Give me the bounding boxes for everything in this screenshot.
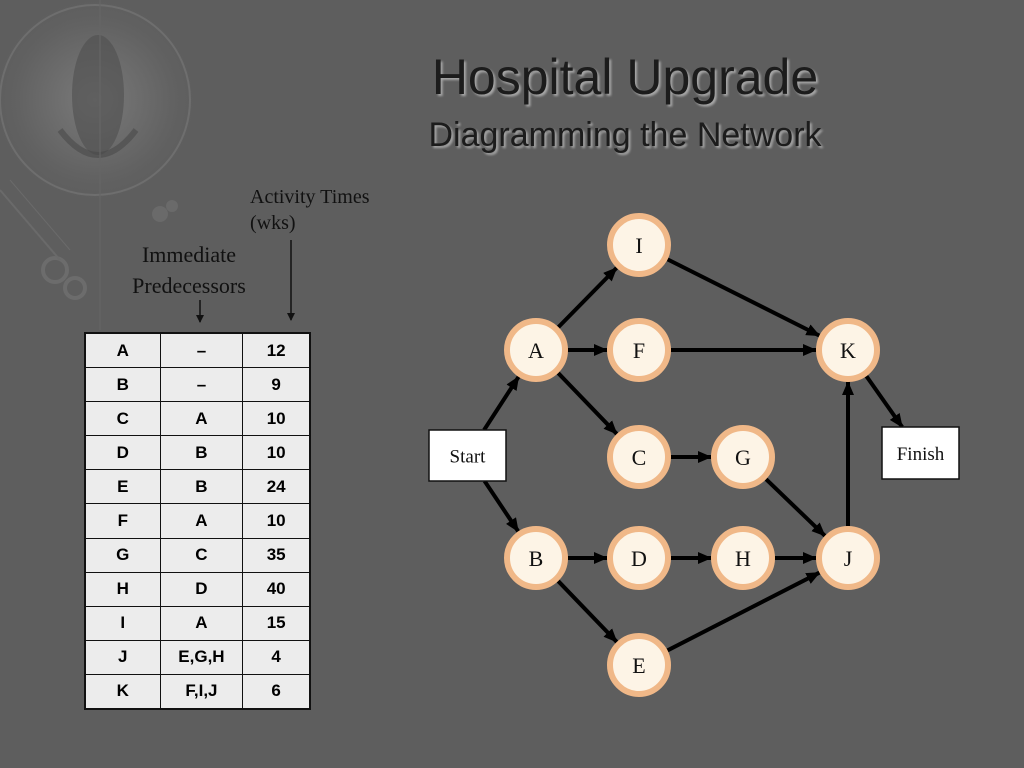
table-row: B–9 xyxy=(84,367,311,403)
time-cell: 35 xyxy=(242,537,311,573)
node-circle xyxy=(607,425,671,489)
node-label: H xyxy=(735,546,751,571)
finish-box-rect xyxy=(881,426,960,480)
edge-g-j xyxy=(764,477,827,538)
node-d: D xyxy=(607,526,671,590)
predecessor-cell: A xyxy=(159,503,244,539)
edge-a-c xyxy=(556,371,619,436)
node-circle xyxy=(711,425,775,489)
predecessor-cell: E,G,H xyxy=(159,639,244,675)
node-circle xyxy=(504,318,568,382)
node-f: F xyxy=(607,318,671,382)
finish-box-label: Finish xyxy=(897,444,945,465)
activity-times-line2: (wks) xyxy=(250,212,296,234)
predecessors-line2: Predecessors xyxy=(132,273,246,298)
predecessor-cell: A xyxy=(159,605,244,641)
time-cell: 6 xyxy=(242,673,311,710)
node-j: J xyxy=(816,526,880,590)
immediate-predecessors-label: Immediate Predecessors xyxy=(108,239,270,301)
activity-times-label: Activity Times (wks) xyxy=(250,184,369,236)
node-h: H xyxy=(711,526,775,590)
node-label: F xyxy=(633,338,645,363)
time-cell: 10 xyxy=(242,503,311,539)
node-circle xyxy=(607,526,671,590)
table-row: A–12 xyxy=(84,332,311,369)
edge-i-k xyxy=(666,257,821,338)
edge-a-i xyxy=(556,266,619,329)
node-label: B xyxy=(529,546,544,571)
predecessor-cell: F,I,J xyxy=(159,673,244,710)
node-k: K xyxy=(816,318,880,382)
activity-cell: A xyxy=(84,332,161,369)
edge-b-e xyxy=(556,579,619,644)
node-circle xyxy=(816,526,880,590)
node-label: C xyxy=(632,445,647,470)
node-label: A xyxy=(528,338,544,363)
finish-box: Finish xyxy=(881,426,960,480)
node-i: I xyxy=(607,213,671,277)
start-box: Start xyxy=(428,429,507,482)
activity-times-line1: Activity Times xyxy=(250,186,370,208)
node-circle xyxy=(607,213,671,277)
time-cell: 10 xyxy=(242,401,311,437)
start-box-label: Start xyxy=(450,447,487,468)
node-label: I xyxy=(635,233,642,258)
predecessor-cell: C xyxy=(159,537,244,573)
activity-cell: K xyxy=(84,673,161,710)
node-circle xyxy=(607,633,671,697)
node-circle xyxy=(816,318,880,382)
time-cell: 24 xyxy=(242,469,311,505)
slide-title: Hospital Upgrade xyxy=(431,49,819,105)
activity-cell: H xyxy=(84,571,161,607)
predecessor-cell: B xyxy=(159,435,244,471)
node-a: A xyxy=(504,318,568,382)
edge-k-finish xyxy=(864,375,904,429)
node-label: E xyxy=(632,653,645,678)
edge-start-b xyxy=(482,479,520,533)
activity-cell: E xyxy=(84,469,161,505)
node-circle xyxy=(711,526,775,590)
slide-subtitle: Diagramming the Network xyxy=(428,116,822,154)
node-circle xyxy=(504,526,568,590)
time-cell: 4 xyxy=(242,639,311,675)
node-c: C xyxy=(607,425,671,489)
node-label: D xyxy=(631,546,647,571)
activity-cell: C xyxy=(84,401,161,437)
activity-cell: D xyxy=(84,435,161,471)
activity-cell: J xyxy=(84,639,161,675)
node-g: G xyxy=(711,425,775,489)
activity-cell: G xyxy=(84,537,161,573)
immediate-line1: Immediate xyxy=(141,242,237,267)
edge-e-j xyxy=(666,570,821,653)
node-b: B xyxy=(504,526,568,590)
node-label: K xyxy=(840,338,856,363)
edge-start-a xyxy=(482,375,521,432)
node-e: E xyxy=(607,633,671,697)
node-label: G xyxy=(735,445,751,470)
time-cell: 10 xyxy=(242,435,311,471)
node-label: J xyxy=(844,546,853,571)
time-cell: 15 xyxy=(242,605,311,641)
start-box-rect xyxy=(428,429,507,482)
node-circle xyxy=(607,318,671,382)
predecessor-cell: – xyxy=(159,332,244,369)
